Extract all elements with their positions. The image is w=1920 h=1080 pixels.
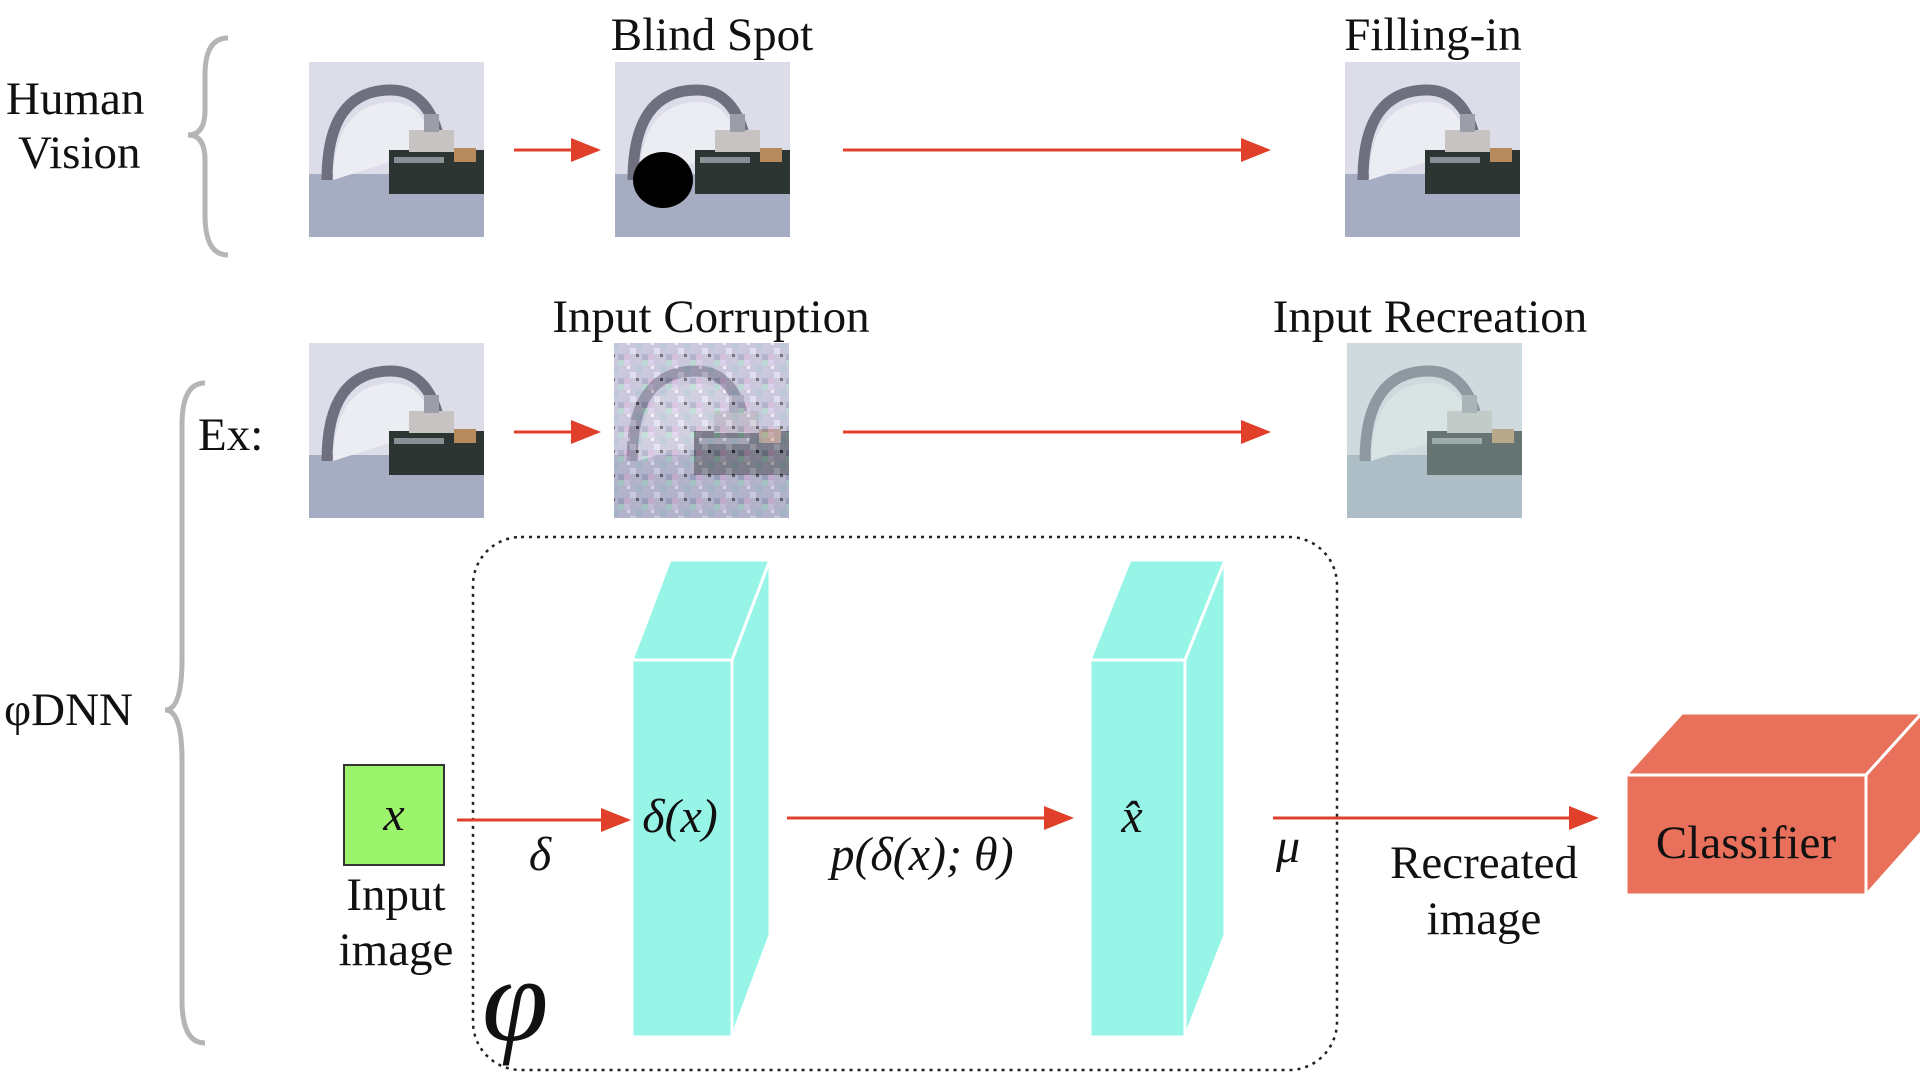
p-function-label: p(δ(x); θ): [827, 828, 1013, 881]
human-vision-label-line1: Human: [6, 73, 144, 125]
delta-layer-block: [629, 558, 773, 1039]
classifier-block: [1622, 711, 1920, 899]
xhat-label: x̂: [1120, 790, 1142, 843]
recreated-image-label-line2: image: [1427, 893, 1542, 945]
human-vision-brace: [187, 35, 229, 258]
original-image-human: [309, 62, 484, 237]
mu-symbol: μ: [1275, 820, 1300, 873]
dnn-brace: [164, 380, 206, 1046]
corrupted-image: [614, 343, 789, 518]
delta-symbol: δ: [529, 828, 552, 881]
filling-in-image: [1345, 62, 1520, 237]
original-image-dnn: [309, 343, 484, 518]
dnn-row-label: φDNN: [4, 684, 133, 736]
delta-x-label: δ(x): [642, 790, 718, 843]
phi-symbol: φ: [482, 933, 548, 1066]
recreated-image: [1347, 343, 1522, 518]
input-image-label-line2: image: [339, 924, 454, 976]
classifier-label: Classifier: [1656, 817, 1836, 869]
blind-spot-image: [615, 62, 790, 237]
input-x-box: [343, 764, 445, 866]
filling-in-title: Filling-in: [1344, 9, 1522, 61]
input-recreation-title: Input Recreation: [1273, 291, 1588, 343]
blind-spot-dot: [633, 152, 693, 208]
phi-container: [471, 535, 1339, 1072]
human-vision-label-line2: Vision: [18, 127, 141, 179]
example-label: Ex:: [198, 409, 263, 461]
recreated-image-label-line1: Recreated: [1390, 837, 1578, 889]
xhat-layer-block: [1087, 558, 1228, 1039]
input-image-label-line1: Input: [346, 869, 445, 921]
input-corruption-title: Input Corruption: [552, 291, 869, 343]
input-x-symbol: x: [382, 788, 404, 841]
blind-spot-title: Blind Spot: [611, 9, 813, 61]
